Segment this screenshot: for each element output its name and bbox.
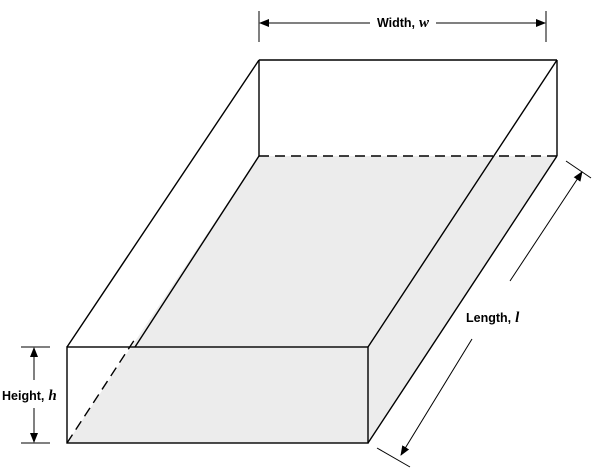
length-label: Length,l [466, 310, 520, 326]
width-label: Width,w [377, 15, 430, 31]
length-dimension-line-upper [509, 171, 583, 282]
edge-left-bottom [134, 155, 260, 348]
edge-left-top [66, 59, 260, 348]
length-extension-bottom [376, 447, 411, 468]
hidden-edge-left-bottom [66, 338, 136, 444]
length-extension-top [565, 160, 592, 179]
bottom-face [67, 156, 557, 443]
length-dimension-line-lower [400, 338, 473, 456]
edge-right-bottom [367, 155, 558, 444]
front-face [66, 346, 369, 444]
height-label: Height,h [2, 388, 57, 404]
edge-right-top [367, 59, 558, 348]
